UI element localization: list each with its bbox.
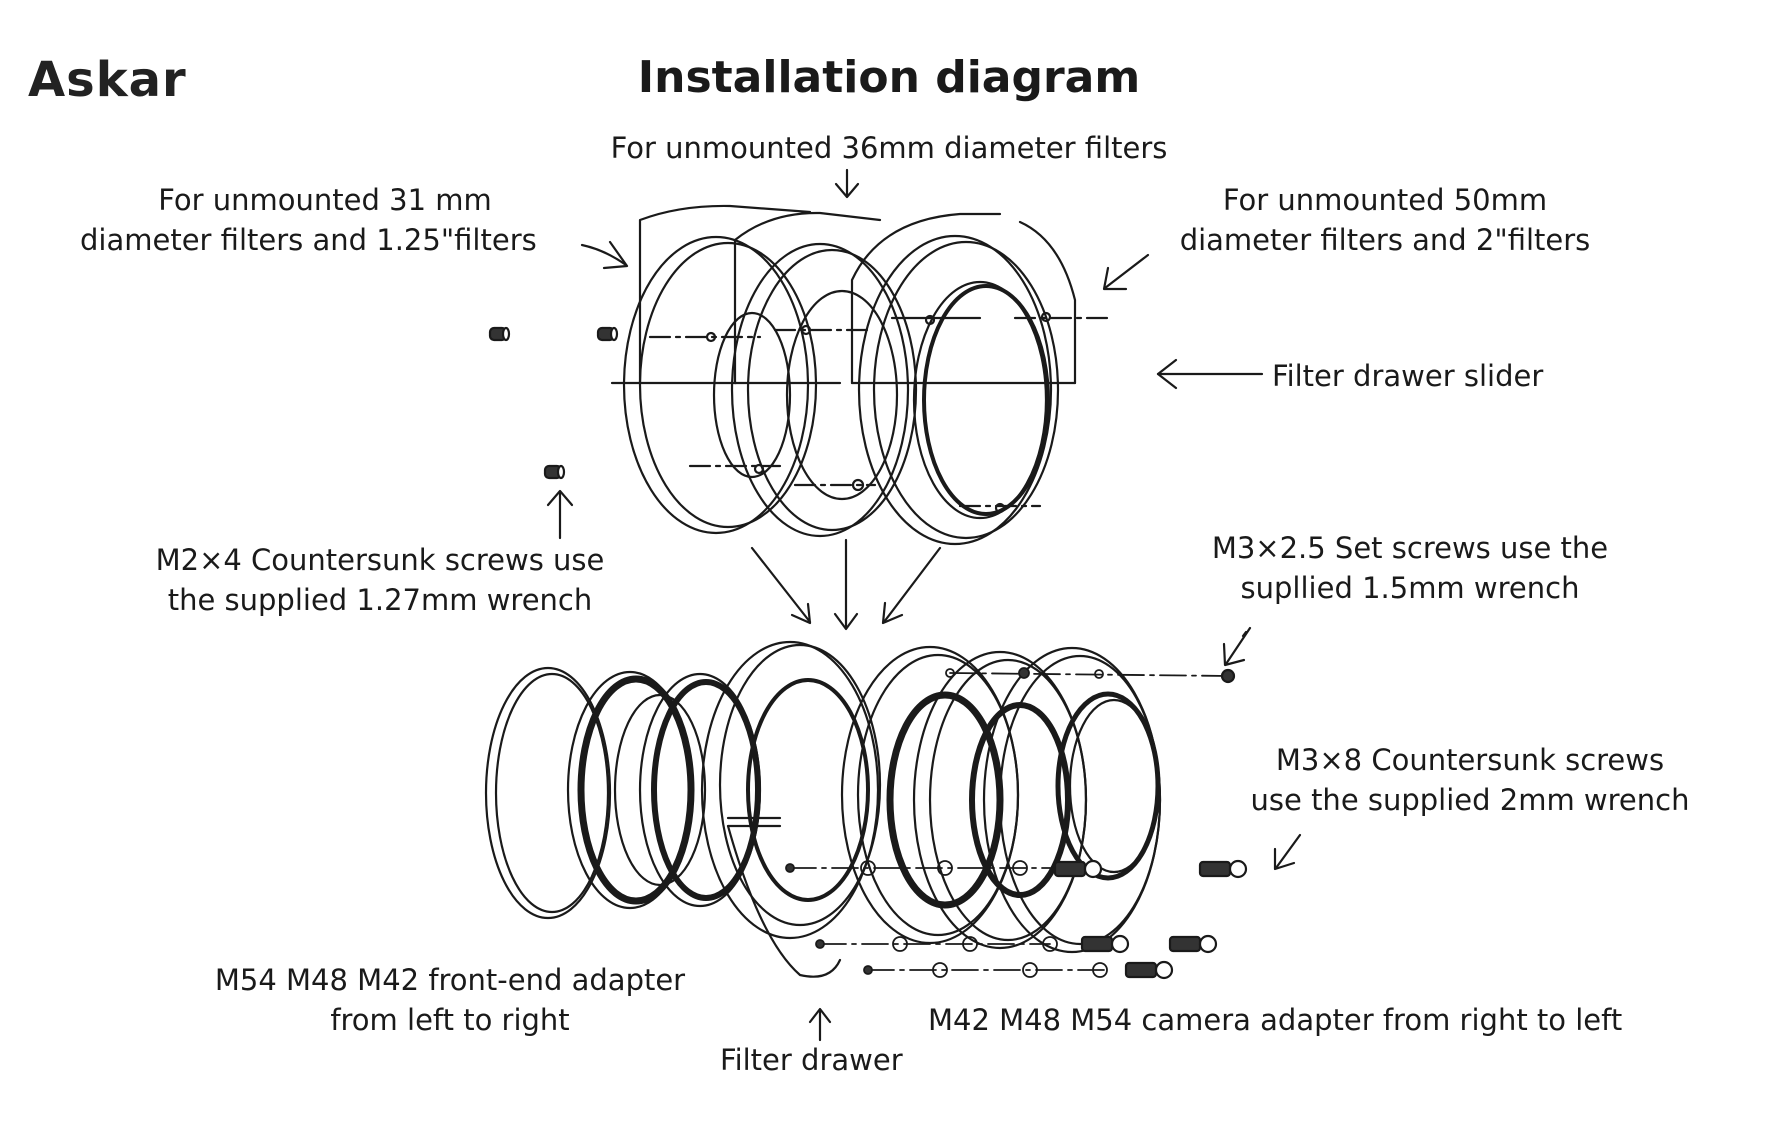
- label-m2x4-line2: the supplied 1.27mm wrench: [167, 583, 593, 617]
- front-adapter-m48: [566, 670, 707, 910]
- assembly-axes: [785, 667, 1231, 978]
- m3x25-set-screw-icon: [1220, 668, 1236, 684]
- screw-icon: [596, 326, 619, 342]
- label-50mm-line2: diameter filters and 2"filters: [1179, 223, 1591, 257]
- label-31mm-filters: For unmounted 31 mm diameter filters and…: [60, 180, 590, 260]
- arrow-m2x4: [546, 489, 574, 540]
- label-31mm-line2: diameter filters and 1.25"filters: [80, 223, 537, 257]
- label-36mm-filters: For unmounted 36mm diameter filters: [610, 131, 1168, 165]
- front-adapter-m54: [484, 666, 612, 920]
- label-31mm-line1: For unmounted 31 mm: [158, 183, 492, 217]
- m3x8-screw-icons: [1053, 859, 1248, 980]
- filter-slider-36mm: [730, 211, 918, 538]
- label-m3x25-screws: M3×2.5 Set screws use the supllied 1.5mm…: [1180, 528, 1640, 608]
- label-drawer-slider: Filter drawer slider: [1272, 359, 1544, 393]
- screw-icon: [1053, 859, 1103, 879]
- askar-logo: Askar: [28, 52, 187, 108]
- front-adapter-m42: [638, 672, 762, 908]
- arrows-assembly: [750, 538, 942, 631]
- filter-slider-31mm: [610, 204, 818, 535]
- arrow-m3x25: [1222, 626, 1252, 667]
- screw-icon: [1080, 934, 1130, 954]
- camera-adapter-m42: [982, 646, 1162, 954]
- filter-drawer-body: [700, 640, 882, 978]
- label-camera-adapter: M42 M48 M54 camera adapter from right to…: [928, 1003, 1623, 1037]
- screw-icon: [1168, 934, 1218, 954]
- label-front-adapter-line2: from left to right: [330, 1003, 570, 1037]
- label-m2x4-line1: M2×4 Countersunk screws use: [155, 543, 605, 577]
- label-50mm-line1: For unmounted 50mm: [1222, 183, 1548, 217]
- label-m3x8-screws: M3×8 Countersunk screws use the supplied…: [1230, 740, 1710, 820]
- filter-slider-50mm: [850, 212, 1112, 546]
- label-front-adapter-line1: M54 M48 M42 front-end adapter: [214, 963, 686, 997]
- label-m3x25-line1: M3×2.5 Set screws use the: [1211, 531, 1609, 565]
- label-front-end-adapter: M54 M48 M42 front-end adapter from left …: [170, 960, 730, 1040]
- label-m3x25-line2: supllied 1.5mm wrench: [1240, 571, 1580, 605]
- label-m3x8-line2: use the supplied 2mm wrench: [1250, 783, 1690, 817]
- arrow-filter-drawer: [808, 1007, 832, 1042]
- page-title: Installation diagram: [637, 52, 1141, 103]
- label-m3x8-line1: M3×8 Countersunk screws: [1275, 743, 1665, 777]
- label-50mm-filters: For unmounted 50mm diameter filters and …: [1150, 180, 1620, 260]
- m2x4-screw-icons: [488, 326, 619, 480]
- label-m2x4-screws: M2×4 Countersunk screws use the supplied…: [120, 540, 640, 620]
- arrow-slider: [1156, 358, 1264, 390]
- screw-icon: [1124, 960, 1174, 980]
- screw-icon: [543, 464, 566, 480]
- screw-icon: [488, 326, 511, 342]
- arrow-36mm: [834, 168, 860, 199]
- arrow-m3x8: [1273, 833, 1302, 871]
- arrow-50mm: [1102, 253, 1150, 291]
- callout-arrows: [546, 168, 1302, 1042]
- camera-adapter-m54: [840, 645, 1020, 945]
- label-filter-drawer: Filter drawer: [720, 1043, 903, 1077]
- arrow-31mm: [580, 240, 629, 270]
- screw-icon: [1198, 859, 1248, 879]
